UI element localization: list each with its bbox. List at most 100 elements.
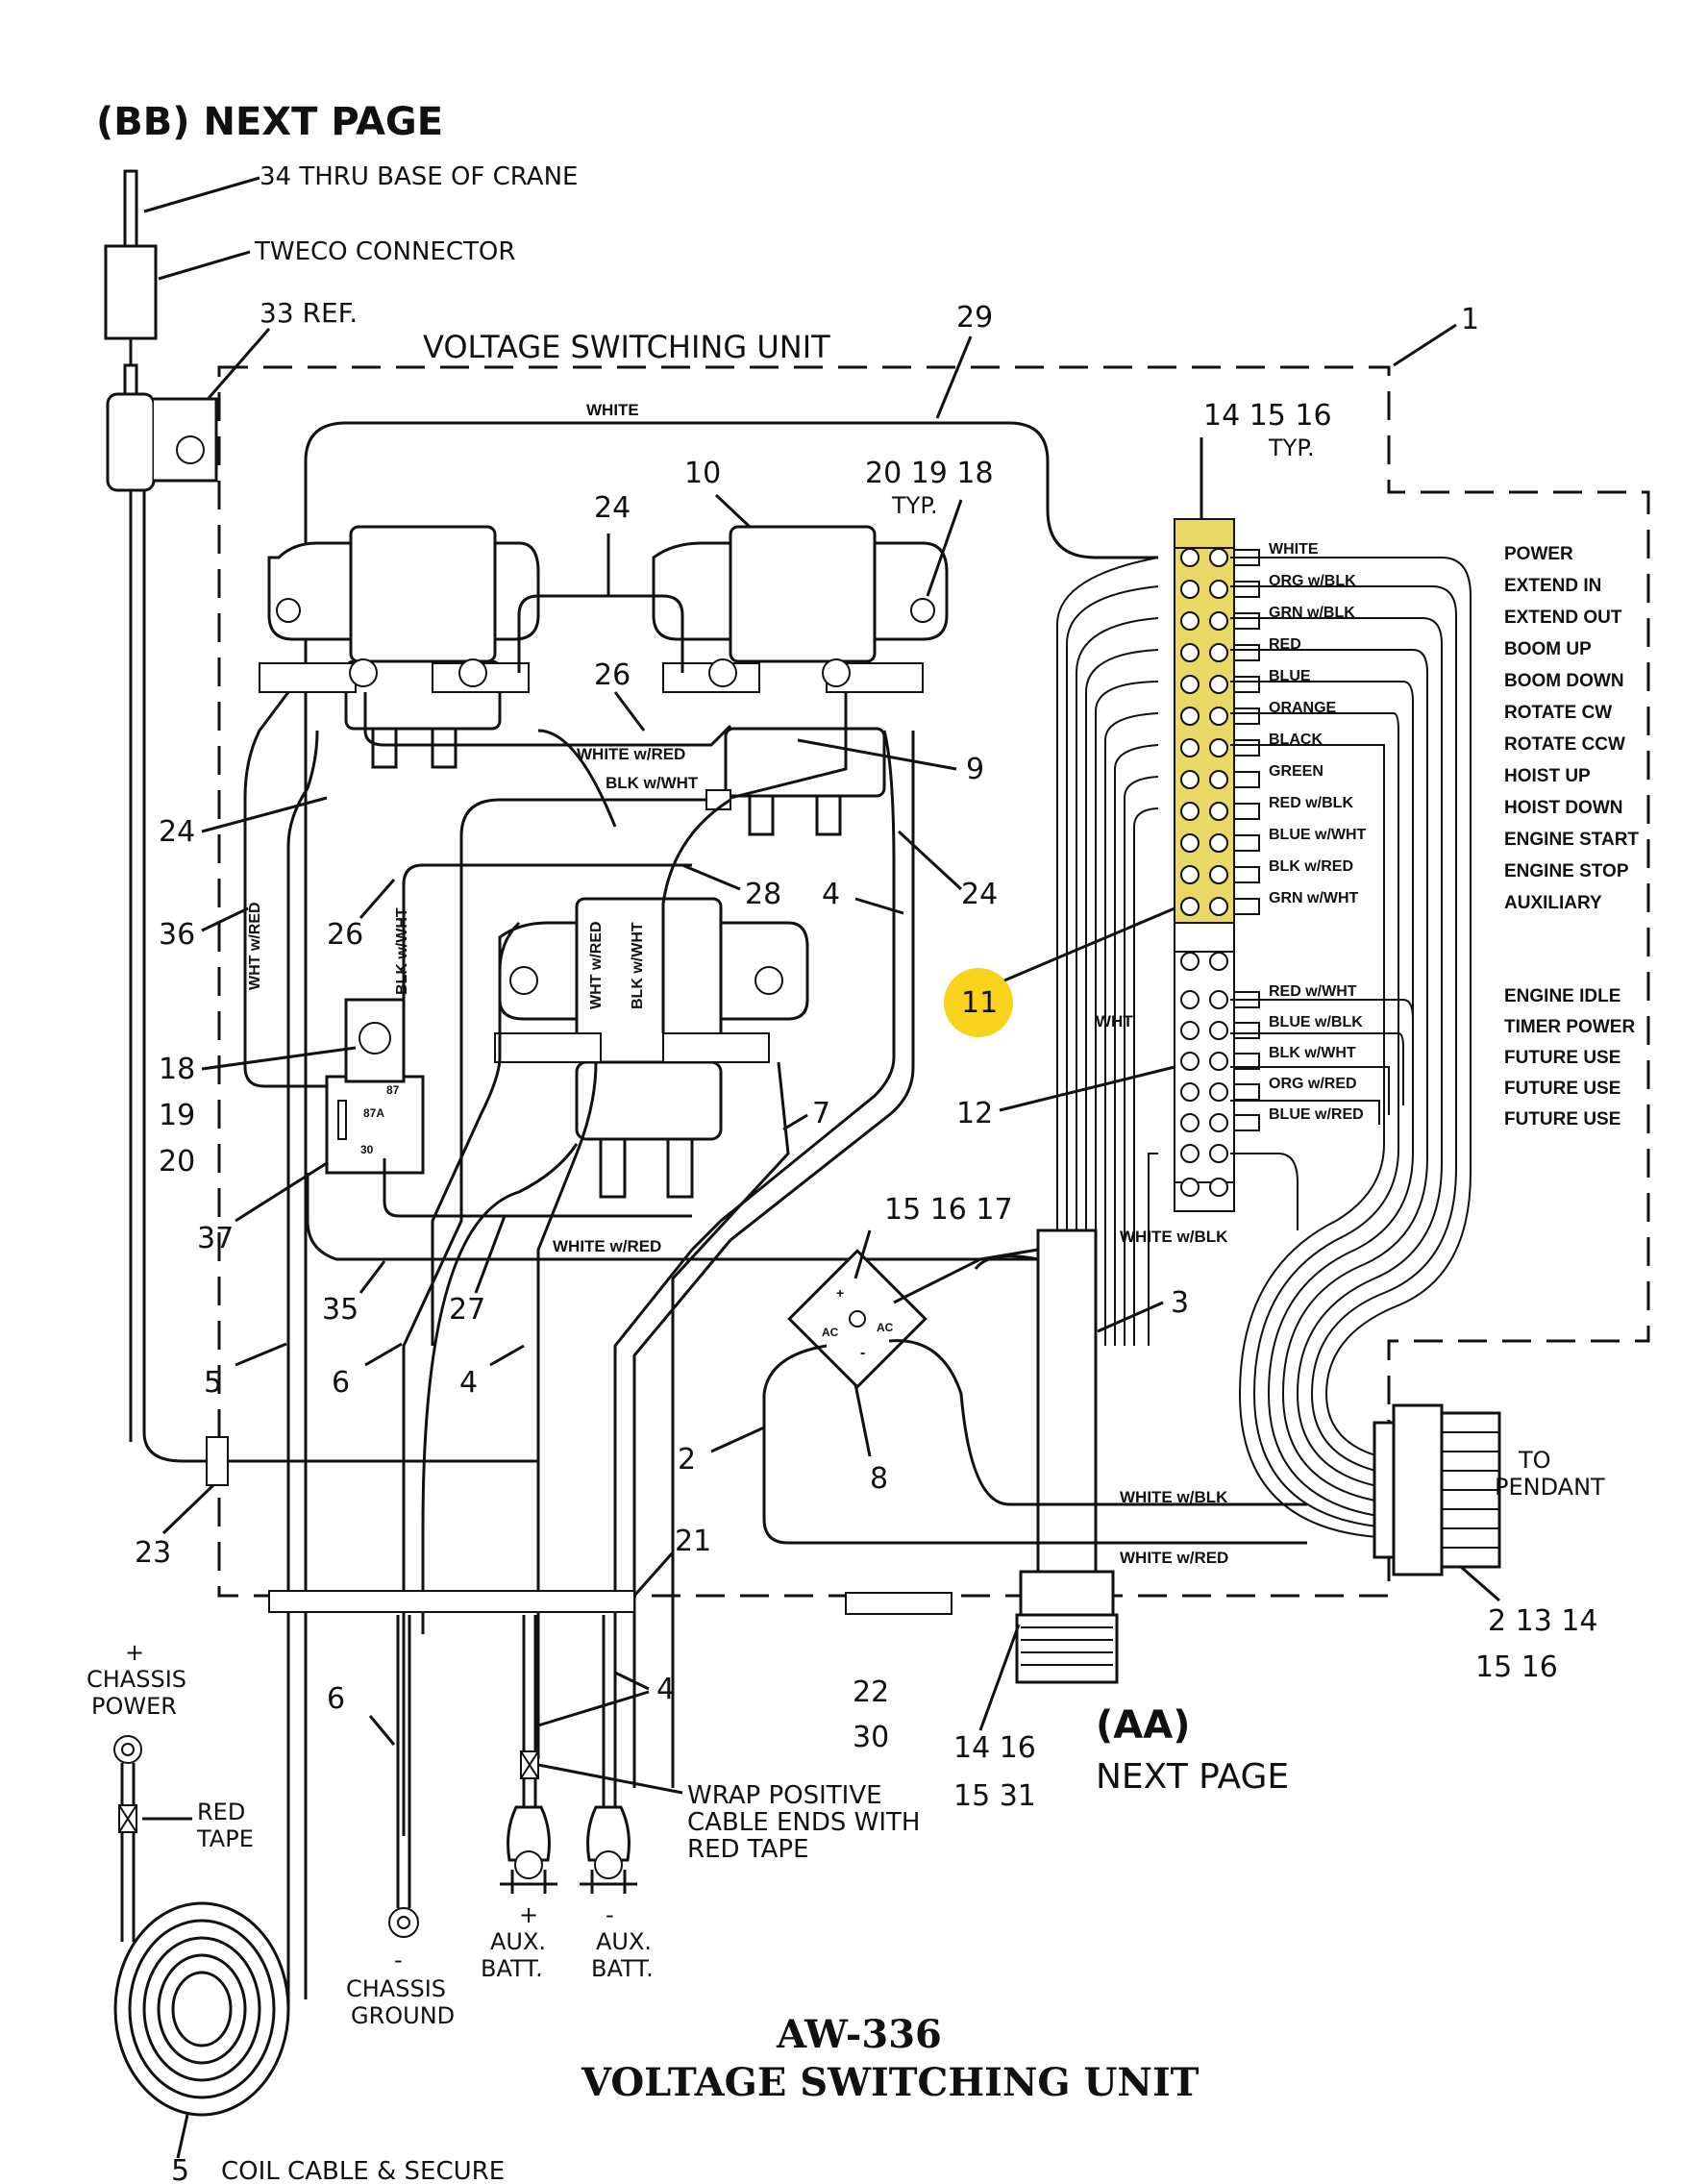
part-2: 2: [678, 1443, 696, 1477]
terminal-lug: [1233, 581, 1260, 598]
aux-pos-3: BATT.: [481, 1955, 543, 1982]
wire-white-w-blk-2: WHITE w/BLK: [1120, 1228, 1228, 1246]
wire-blk-w-wht-vert: BLK w/WHT: [394, 907, 410, 995]
part-26-left: 26: [327, 918, 363, 952]
aux-batt-cables: [500, 1615, 637, 1894]
typ-2: TYP.: [891, 492, 938, 519]
aux-pos-2: AUX.: [490, 1928, 546, 1955]
aux-neg-1: -: [606, 1901, 614, 1928]
terminal-lug: [1233, 739, 1260, 757]
svg-text:+: +: [836, 1285, 844, 1301]
wire-color-label: BLK w/WHT: [1269, 1045, 1356, 1061]
terminal-screw: [1209, 580, 1228, 599]
part-4-lower: 4: [459, 1366, 478, 1400]
to-pendant-2: PENDANT: [1495, 1474, 1605, 1501]
terminal-lug: [1233, 803, 1260, 820]
terminal-screw: [1209, 1113, 1228, 1132]
aa-next-page: NEXT PAGE: [1096, 1757, 1289, 1797]
typ-1: TYP.: [1268, 434, 1315, 461]
red-tape-2: TAPE: [196, 1825, 254, 1852]
aa-marker: (AA): [1096, 1703, 1190, 1748]
part-9: 9: [966, 753, 984, 786]
wire-wht-w-red-vert: WHT w/RED: [247, 902, 263, 990]
aux-neg-2: AUX.: [596, 1928, 652, 1955]
svg-text:AC: AC: [822, 1326, 839, 1339]
part-14-15-16: 14 15 16: [1203, 399, 1332, 433]
wire-color-label: RED w/WHT: [1269, 983, 1357, 1000]
function-label: ENGINE IDLE: [1504, 986, 1620, 1006]
part-11: 11: [961, 986, 998, 1020]
terminal-lug: [1233, 676, 1260, 693]
function-label: TIMER POWER: [1504, 1017, 1635, 1037]
terminal-screw: [1180, 1144, 1200, 1163]
terminal-screw: [1209, 707, 1228, 726]
part-30: 30: [853, 1721, 889, 1754]
function-label: EXTEND IN: [1504, 576, 1601, 596]
wire-color-label: ORG w/RED: [1269, 1076, 1357, 1092]
terminal-screw: [1180, 580, 1200, 599]
leader-tweco: [158, 250, 251, 281]
part-20-19-18: 20 19 18: [865, 457, 994, 490]
function-label: HOIST DOWN: [1504, 798, 1623, 818]
part-2-13-14: 2 13 14: [1488, 1604, 1598, 1638]
function-label: HOIST UP: [1504, 766, 1591, 786]
chassis-power-2: CHASSIS: [87, 1666, 186, 1693]
terminal-lug: [1233, 644, 1260, 661]
terminal-screw: [1180, 1178, 1200, 1197]
wire-color-label: GREEN: [1269, 763, 1323, 780]
aux-pos-1: +: [519, 1901, 538, 1928]
function-label: EXTEND OUT: [1504, 608, 1622, 628]
terminal-screw: [1209, 770, 1228, 789]
terminal-lug: [1233, 1022, 1260, 1039]
wire-wht: WHT: [1096, 1012, 1133, 1030]
svg-text:87A: 87A: [363, 1106, 384, 1120]
terminal-screw: [1180, 990, 1200, 1009]
part-24-right: 24: [961, 878, 998, 911]
part-1: 1: [1461, 303, 1479, 336]
part-35: 35: [322, 1293, 359, 1327]
part-36: 36: [159, 918, 195, 952]
part-15-16-17: 15 16 17: [884, 1193, 1013, 1227]
svg-text:87: 87: [386, 1083, 400, 1097]
terminal-screw: [1209, 643, 1228, 662]
terminal-screw: [1180, 1052, 1200, 1071]
terminal-screw: [1209, 802, 1228, 821]
harness-bundle: [1056, 557, 1472, 1539]
part-10: 10: [684, 457, 721, 490]
terminal-screw: [1209, 865, 1228, 884]
svg-text:-: -: [860, 1345, 865, 1361]
part-5-mid: 5: [204, 1366, 222, 1400]
wire-color-label: RED w/BLK: [1269, 795, 1353, 811]
part-20: 20: [159, 1145, 195, 1179]
part-4-bottom: 4: [656, 1673, 675, 1706]
wht-w-red-wire: [243, 691, 327, 1088]
coil-callout: COIL CABLE & SECURE: [221, 2157, 505, 2184]
function-label: ROTATE CW: [1504, 703, 1612, 723]
terminal-screw: [1180, 952, 1200, 971]
part-14-16: 14 16: [953, 1731, 1036, 1765]
part-6-mid: 6: [332, 1366, 350, 1400]
wire-color-label: BLUE w/WHT: [1269, 827, 1367, 843]
cable-5-left: [286, 730, 319, 1634]
part-22: 22: [853, 1675, 889, 1709]
terminal-screw: [1180, 865, 1200, 884]
wire-blk-w-wht: BLK w/WHT: [606, 774, 699, 792]
terminal-lug: [1233, 612, 1260, 630]
terminal-lug: [1233, 1114, 1260, 1131]
terminal-lug: [1233, 898, 1260, 915]
terminal-screw: [1209, 952, 1228, 971]
wire-color-label: BLUE: [1269, 668, 1311, 684]
bolt-18: [344, 998, 406, 1083]
wire-color-label: ORG w/BLK: [1269, 573, 1356, 589]
part-12: 12: [956, 1097, 993, 1130]
tweco-connector: [104, 169, 158, 1442]
chassis-ground-3: GROUND: [351, 2002, 455, 2029]
to-pendant-1: TO: [1518, 1447, 1551, 1474]
coil-number: 5: [171, 2154, 189, 2184]
terminal-screw: [1180, 738, 1200, 757]
cord-grip-3: [1015, 1228, 1119, 1684]
wire-color-label: BLACK: [1269, 732, 1323, 748]
terminal-screw: [1209, 1082, 1228, 1102]
